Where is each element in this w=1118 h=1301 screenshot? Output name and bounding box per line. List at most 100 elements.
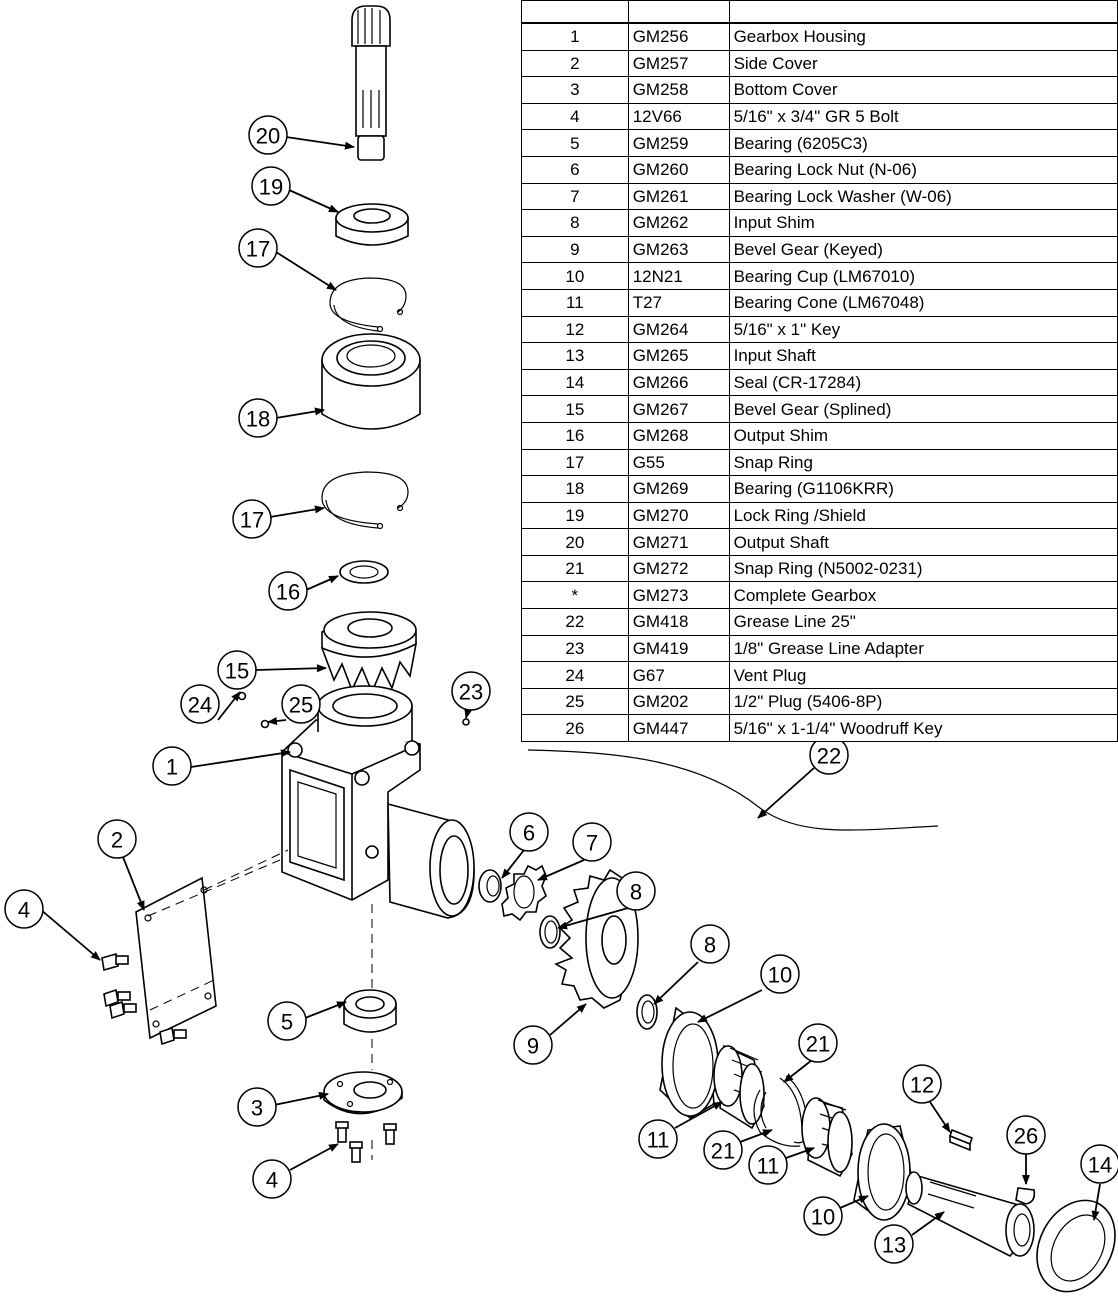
cell-item-number: 25 (521, 687, 629, 716)
callout-22: 22 (809, 735, 849, 775)
cell-description: Bearing (G1106KRR) (728, 475, 1118, 503)
svg-text:19: 19 (259, 175, 283, 200)
svg-text:9: 9 (527, 1034, 539, 1059)
cell-item-number: 21 (521, 554, 629, 583)
cell-item-number: 24 (521, 661, 629, 689)
cell-description: Bearing Lock Nut (N-06) (728, 155, 1118, 184)
svg-text:24: 24 (188, 693, 212, 718)
callout-21-upper: 21 (798, 1023, 838, 1063)
cell-part-code: 12N21 (627, 262, 730, 290)
cell-part-code: GM262 (627, 209, 730, 237)
part-output-shim (339, 560, 389, 584)
svg-text:20: 20 (256, 124, 280, 149)
cell-item-number: 26 (521, 714, 629, 743)
header-cell-number (521, 0, 629, 24)
svg-text:5: 5 (281, 1010, 293, 1035)
callout-20: 20 (248, 115, 288, 155)
callout-8-lower: 8 (690, 924, 730, 964)
cell-item-number: 13 (521, 342, 629, 370)
cell-item-number: 20 (521, 528, 629, 556)
part-snap-ring-upper (329, 277, 407, 333)
cell-part-code: T27 (627, 288, 730, 317)
cell-description: Side Cover (728, 49, 1118, 78)
callout-23: 23 (451, 671, 491, 711)
svg-text:17: 17 (246, 237, 270, 262)
svg-text:26: 26 (1014, 1124, 1038, 1149)
cell-part-code: GM266 (627, 368, 730, 397)
cell-part-code: G55 (627, 448, 730, 477)
callout-26: 26 (1006, 1115, 1046, 1155)
part-gearbox-housing (281, 685, 475, 919)
cell-item-number: 3 (521, 76, 629, 104)
cell-part-code: GM269 (627, 475, 730, 503)
callout-5: 5 (267, 1001, 307, 1041)
svg-text:15: 15 (225, 659, 249, 684)
cell-description: Bevel Gear (Keyed) (728, 235, 1118, 264)
cell-item-number: 22 (521, 608, 629, 636)
svg-text:4: 4 (266, 1168, 278, 1193)
cell-description: 1/2" Plug (5406-8P) (728, 687, 1118, 716)
part-input-shaft (905, 1171, 1035, 1258)
header-cell-description (728, 0, 1118, 24)
part-side-cover-bolts (101, 952, 187, 1046)
callout-12: 12 (902, 1064, 942, 1104)
callout-15: 15 (217, 650, 257, 690)
cell-description: Snap Ring (728, 448, 1118, 477)
part-input-shim-upper (539, 915, 561, 949)
callout-6: 6 (509, 812, 549, 852)
part-grease-line (527, 749, 939, 831)
cell-part-code: GM260 (627, 155, 730, 184)
cell-part-code: GM261 (627, 182, 730, 211)
cell-part-code: GM257 (627, 49, 730, 78)
callout-4-left: 4 (4, 889, 44, 929)
callout-16: 16 (268, 571, 308, 611)
cell-description: 5/16" x 1-1/4" Woodruff Key (728, 714, 1118, 743)
part-woodruff-key (1015, 1187, 1036, 1205)
cell-item-number: 6 (521, 155, 629, 184)
table-header-row (521, 0, 1118, 24)
cell-part-code: GM202 (627, 687, 730, 716)
part-side-cover (135, 876, 217, 1040)
cell-item-number: 10 (521, 262, 629, 290)
part-bearing-cup-upper (659, 1006, 719, 1119)
cell-part-code: GM273 (627, 581, 730, 610)
cell-item-number: 11 (521, 288, 629, 317)
cell-item-number: 7 (521, 182, 629, 211)
cell-item-number: 8 (521, 209, 629, 237)
svg-text:1: 1 (166, 755, 178, 780)
svg-text:21: 21 (711, 1139, 735, 1164)
svg-text:6: 6 (523, 821, 535, 846)
cell-item-number: 15 (521, 395, 629, 423)
cell-part-code: G67 (627, 661, 730, 689)
callout-9: 9 (513, 1025, 553, 1065)
cell-item-number: 4 (521, 102, 629, 131)
svg-text:10: 10 (811, 1205, 835, 1230)
svg-text:11: 11 (647, 1128, 670, 1153)
svg-text:13: 13 (882, 1233, 906, 1258)
callout-10-lower: 10 (803, 1196, 843, 1236)
cell-description: Bearing Lock Washer (W-06) (728, 182, 1118, 211)
cell-description: Complete Gearbox (728, 581, 1118, 610)
svg-text:18: 18 (246, 407, 270, 432)
part-bearing-g1106krr (321, 333, 421, 430)
cell-part-code: 12V66 (627, 102, 730, 131)
cell-description: Vent Plug (728, 661, 1118, 689)
cell-part-code: GM259 (627, 129, 730, 157)
cell-description: Bearing (6205C3) (728, 129, 1118, 157)
part-grease-line-adapter (462, 718, 470, 726)
callout-21-lower: 21 (703, 1130, 743, 1170)
svg-text:21: 21 (806, 1032, 830, 1057)
part-seal (1036, 1199, 1116, 1293)
